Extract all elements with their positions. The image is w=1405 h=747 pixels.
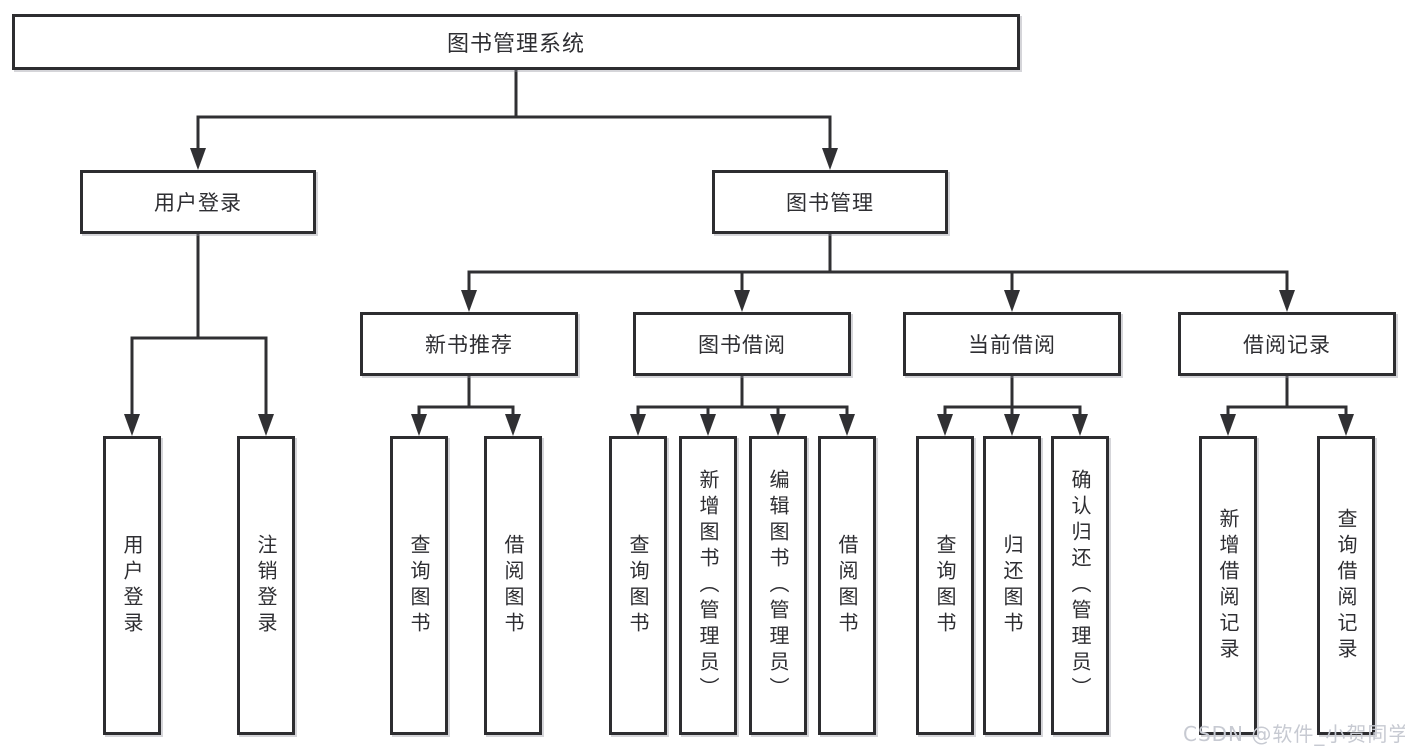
- leaf-user-login-label: 用户登录: [120, 533, 144, 638]
- arrow-down-icon: [937, 414, 953, 436]
- arrow-down-icon: [1004, 290, 1020, 312]
- arrow-down-icon: [1279, 290, 1295, 312]
- leaf-current-query-books-label: 查询图书: [933, 533, 957, 638]
- arrow-down-icon: [630, 414, 646, 436]
- arrow-down-icon: [1072, 414, 1088, 436]
- csdn-watermark: CSDN @软件_小贺同学: [1183, 722, 1405, 746]
- node-book-management: 图书管理: [712, 170, 948, 234]
- leaf-borrow-edit-books-admin-label: 编辑图书（管理员）: [766, 468, 790, 703]
- arrow-down-icon: [700, 414, 716, 436]
- leaf-records-add-record: 新增借阅记录: [1199, 436, 1257, 735]
- leaf-current-return-books-label: 归还图书: [1000, 533, 1024, 638]
- leaf-newbook-borrow-books: 借阅图书: [484, 436, 542, 735]
- leaf-records-query-record-label: 查询借阅记录: [1334, 507, 1358, 664]
- leaf-records-query-record: 查询借阅记录: [1317, 436, 1375, 735]
- leaf-newbook-borrow-books-label: 借阅图书: [501, 533, 525, 638]
- node-book-management-label: 图书管理: [786, 191, 874, 215]
- leaf-records-add-record-label: 新增借阅记录: [1216, 507, 1240, 664]
- node-current-borrow-label: 当前借阅: [968, 333, 1056, 357]
- node-root: 图书管理系统: [12, 14, 1020, 70]
- connector-records-to-leaves: [1220, 374, 1354, 436]
- leaf-borrow-query-books-label: 查询图书: [626, 533, 650, 638]
- leaf-current-confirm-return-admin-label: 确认归还（管理员）: [1068, 468, 1092, 703]
- connector-bookborrow-to-leaves: [630, 374, 855, 436]
- arrow-down-icon: [1220, 414, 1236, 436]
- leaf-borrow-edit-books-admin: 编辑图书（管理员）: [749, 436, 807, 735]
- node-book-borrow: 图书借阅: [633, 312, 851, 376]
- connector-currentborrow-to-leaves: [937, 374, 1088, 436]
- node-user-login-label: 用户登录: [154, 191, 242, 215]
- arrow-down-icon: [770, 414, 786, 436]
- leaf-newbook-query-books: 查询图书: [390, 436, 448, 735]
- connector-userlogin-to-leaves: [124, 232, 274, 436]
- leaf-borrow-add-books-admin: 新增图书（管理员）: [679, 436, 737, 735]
- leaf-current-return-books: 归还图书: [983, 436, 1041, 735]
- leaf-logout-label: 注销登录: [254, 533, 278, 638]
- leaf-current-confirm-return-admin: 确认归还（管理员）: [1051, 436, 1109, 735]
- node-root-label: 图书管理系统: [446, 32, 585, 57]
- arrow-down-icon: [124, 414, 140, 436]
- leaf-borrow-borrow-books: 借阅图书: [818, 436, 876, 735]
- leaf-user-login: 用户登录: [103, 436, 161, 735]
- connector-bookmgmt-to-level3: [461, 232, 1295, 312]
- arrow-down-icon: [1004, 414, 1020, 436]
- node-user-login: 用户登录: [80, 170, 316, 234]
- node-book-borrow-label: 图书借阅: [698, 333, 786, 357]
- connector-newbook-to-leaves: [411, 374, 521, 436]
- node-borrow-records: 借阅记录: [1178, 312, 1396, 376]
- leaf-borrow-borrow-books-label: 借阅图书: [835, 533, 859, 638]
- leaf-logout: 注销登录: [237, 436, 295, 735]
- leaf-current-query-books: 查询图书: [916, 436, 974, 735]
- connector-root-to-level2: [190, 68, 838, 170]
- leaf-borrow-add-books-admin-label: 新增图书（管理员）: [696, 468, 720, 703]
- leaf-newbook-query-books-label: 查询图书: [407, 533, 431, 638]
- node-new-book-recommend: 新书推荐: [360, 312, 578, 376]
- leaf-borrow-query-books: 查询图书: [609, 436, 667, 735]
- arrow-down-icon: [734, 290, 750, 312]
- node-new-book-recommend-label: 新书推荐: [425, 333, 513, 357]
- arrow-down-icon: [822, 148, 838, 170]
- arrow-down-icon: [1338, 414, 1354, 436]
- node-current-borrow: 当前借阅: [903, 312, 1121, 376]
- arrow-down-icon: [505, 414, 521, 436]
- arrow-down-icon: [461, 290, 477, 312]
- arrow-down-icon: [258, 414, 274, 436]
- node-borrow-records-label: 借阅记录: [1243, 333, 1331, 357]
- arrow-down-icon: [839, 414, 855, 436]
- arrow-down-icon: [411, 414, 427, 436]
- arrow-down-icon: [190, 148, 206, 170]
